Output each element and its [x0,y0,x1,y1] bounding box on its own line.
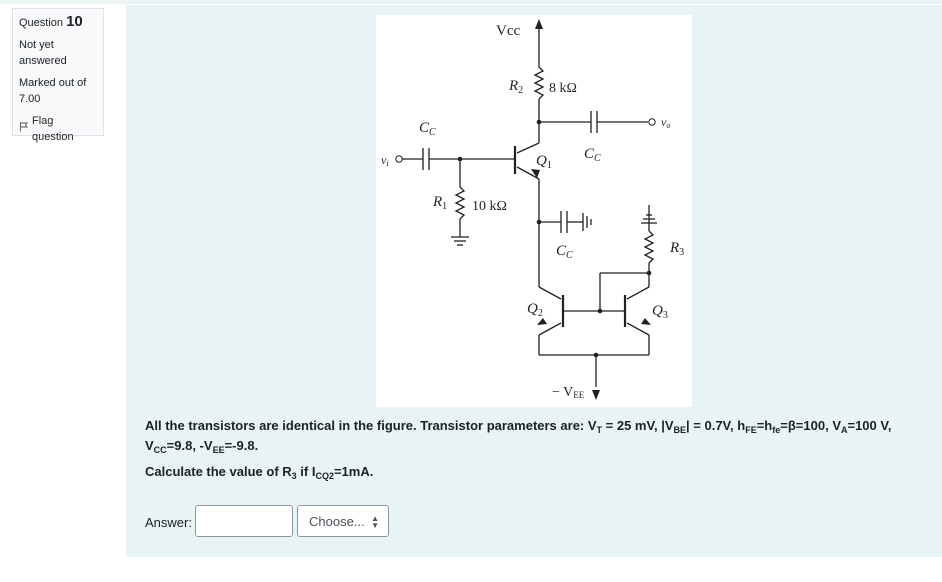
r2-label: R [508,78,518,94]
q1-label: Q [536,153,547,169]
cc-bypass-subscript: C [566,250,573,261]
flag-question-label: Flag question [32,115,74,143]
vcc-label: Vcc [496,23,520,39]
circuit-figure: Vcc R2 8 kΩ CC vo CC vi Q1 R1 10 kΩ CC R… [376,15,692,407]
q3-subscript: 3 [663,310,668,321]
r2-subscript: 2 [518,85,523,96]
cc-bypass-label: C [556,243,567,259]
svg-text:10 kΩ: 10 kΩ [472,199,507,214]
r1-label: R [432,194,442,210]
vee-subscript: EE [573,390,584,400]
r3-label: R [669,240,679,256]
top-strip [0,0,942,4]
select-caret-icon: ▲▼ [371,514,379,530]
svg-text:R3: R3 [669,240,684,258]
q2-subscript: 2 [538,308,543,319]
svg-text:R1: R1 [432,194,447,212]
flag-icon [19,121,29,137]
cc-output-label: C [584,146,595,162]
q3-label: Q [652,303,663,319]
flag-question-link[interactable]: Flag question [19,113,97,145]
question-info-panel: Question 10 Not yet answered Marked out … [12,8,104,143]
vi-subscript: i [386,159,388,168]
svg-text:CC: CC [419,120,436,138]
r1-subscript: 1 [442,201,447,212]
q2-label: Q [527,301,538,317]
question-number-value: 10 [66,13,83,30]
question-text-parameters: All the transistors are identical in the… [145,418,892,455]
vo-subscript: o [666,121,670,130]
question-grade: Marked out of 7.00 [19,77,87,105]
svg-text:vo: vo [661,115,670,130]
question-text-task: Calculate the value of R3 if ICQ2=1mA. [145,464,374,481]
svg-text:Vcc: Vcc [496,23,520,39]
cc-input-subscript: C [429,127,436,138]
svg-text:Q1: Q1 [536,153,552,171]
unit-select-value: Choose... [309,513,365,529]
q1-subscript: 1 [547,160,552,171]
question-number: Question 10 [19,14,97,31]
svg-text:R2: R2 [508,78,523,96]
r2-value: 8 kΩ [549,81,577,96]
svg-text:CC: CC [556,243,573,261]
svg-text:8 kΩ: 8 kΩ [549,81,577,96]
answer-input[interactable] [195,505,293,537]
svg-text:CC: CC [584,146,601,164]
question-prefix: Question [19,17,64,29]
vi-label: v [381,153,387,167]
svg-text:vi: vi [381,153,389,168]
svg-text:Q2: Q2 [527,301,543,319]
unit-select[interactable]: Choose... ▲▼ [297,505,389,537]
circuit-diagram: Vcc R2 8 kΩ CC vo CC vi Q1 R1 10 kΩ CC R… [381,19,684,400]
answer-label: Answer: [145,515,192,530]
vo-label: v [661,115,667,129]
svg-text:Q3: Q3 [652,303,668,321]
cc-input-label: C [419,120,430,136]
question-state: Not yet answered [19,39,67,67]
cc-output-subscript: C [594,153,601,164]
r3-subscript: 3 [679,247,684,258]
svg-text:− VEE: − VEE [552,385,585,400]
r1-value: 10 kΩ [472,199,507,214]
vee-label: − V [552,385,573,400]
question-text: All the transistors are identical in the… [145,416,935,482]
